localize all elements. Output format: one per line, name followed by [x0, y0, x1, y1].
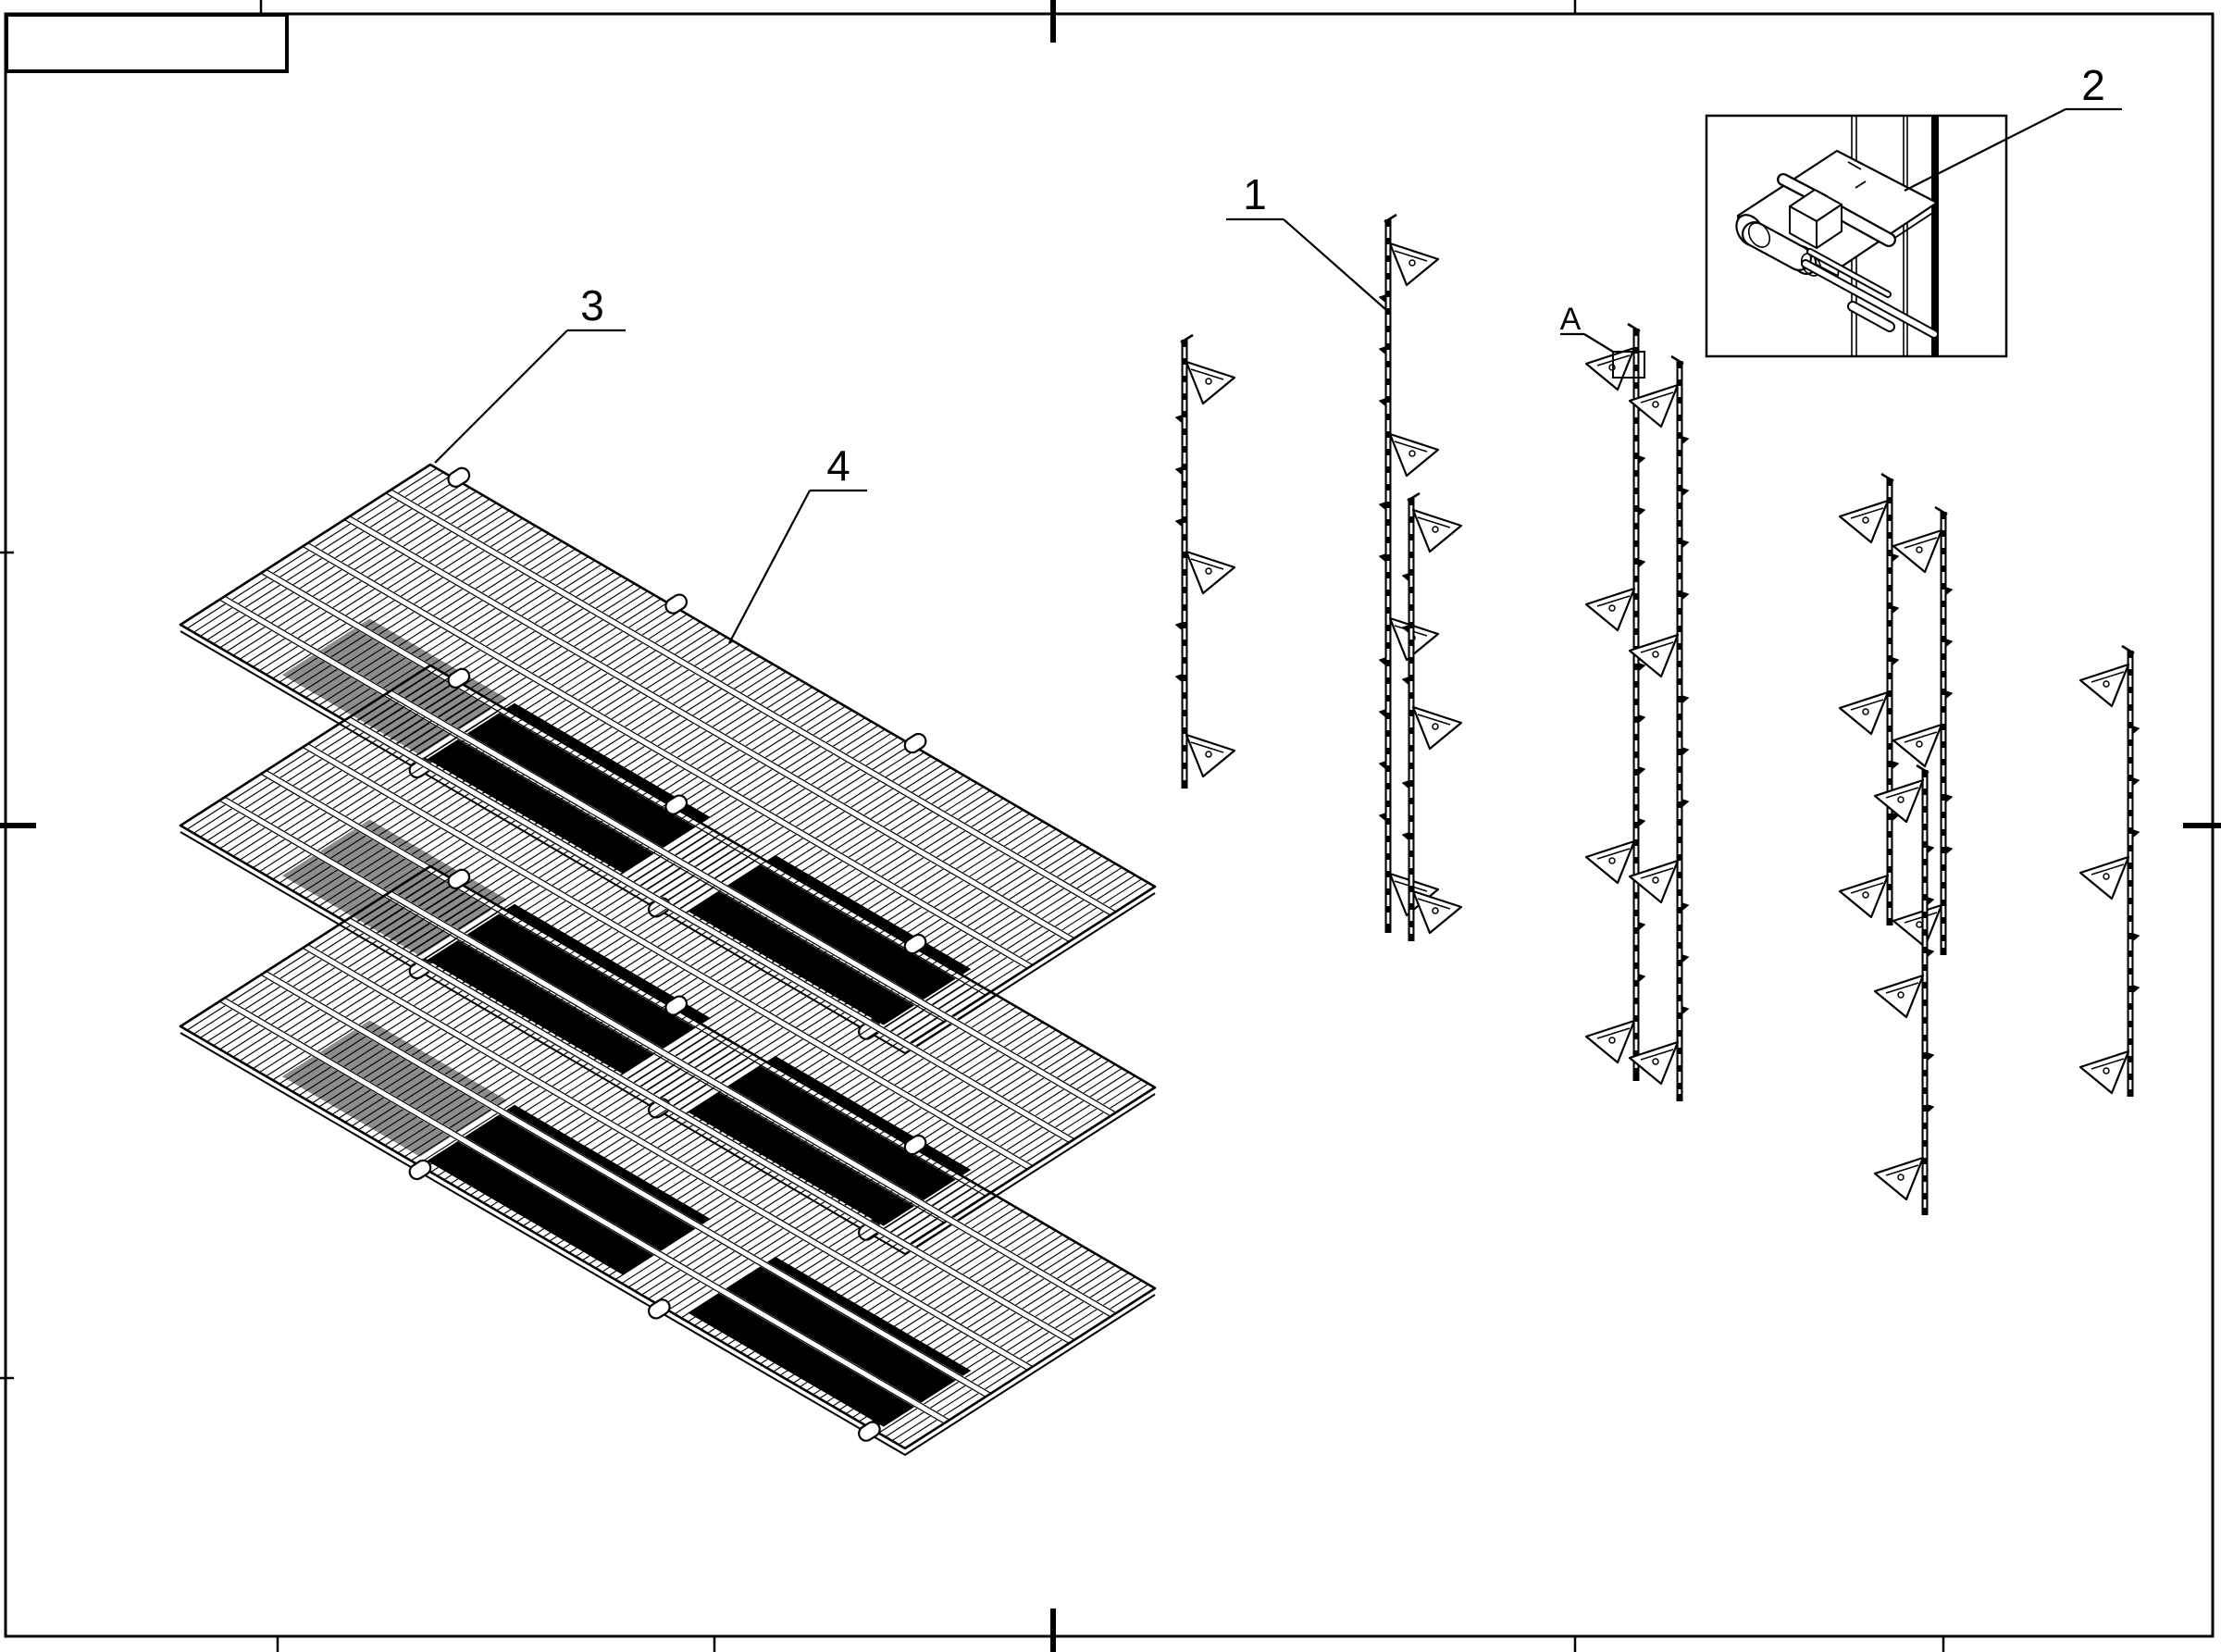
callout-3: 3 — [434, 281, 626, 464]
panel-dark-patch — [688, 1256, 972, 1427]
panel-dark-patch — [427, 903, 711, 1074]
rail-hook-icon — [1185, 360, 1236, 405]
rail-9 — [2078, 644, 2140, 1097]
rail-hook-icon — [1628, 859, 1680, 904]
rail-hook-icon — [1584, 587, 1636, 632]
rail-6 — [1838, 472, 1899, 925]
rail-hook-icon — [1628, 1040, 1680, 1086]
rail-hook-icon — [1892, 723, 1943, 768]
rail-hook-icon — [1584, 839, 1636, 885]
callout-label-1: 1 — [1243, 170, 1267, 218]
rail-8 — [1873, 764, 1934, 1215]
rail-hook-icon — [1411, 889, 1463, 935]
rail-hook-icon — [1388, 242, 1440, 287]
callout-A: A — [1560, 302, 1614, 353]
rail-4 — [1584, 322, 1645, 1081]
rail-5 — [1628, 354, 1689, 1101]
detail-inset — [1705, 114, 2008, 358]
panel-dark-patch — [427, 702, 711, 874]
panel-dark-patch — [281, 1020, 508, 1157]
rail-hook-icon — [1838, 874, 1890, 919]
rail-hook-icon — [1584, 346, 1636, 391]
rail-hook-icon — [1873, 974, 1925, 1019]
rail-hook-icon — [1892, 903, 1943, 949]
rail-hook-icon — [2078, 855, 2130, 901]
callout-label-4: 4 — [826, 441, 850, 490]
rail-hook-icon — [1838, 499, 1890, 544]
rail-hook-icon — [1892, 528, 1943, 574]
rail-hook-icon — [1838, 690, 1890, 736]
rail-1 — [1175, 333, 1236, 789]
callout-1: 1 — [1226, 170, 1386, 310]
rail-hook-icon — [1628, 633, 1680, 678]
rail-hook-icon — [1873, 778, 1925, 824]
panel-dark-patch — [427, 1104, 711, 1275]
callout-2: 2 — [1904, 61, 2122, 192]
rail-7 — [1892, 505, 1953, 955]
callout-label-2: 2 — [2081, 61, 2105, 109]
rail-hook-icon — [1411, 508, 1463, 553]
rail-hook-icon — [1185, 733, 1236, 778]
rail-hook-icon — [2078, 663, 2130, 708]
title-box — [5, 13, 289, 73]
mesh-panel-3 — [179, 864, 1157, 1456]
rail-hook-icon — [1411, 705, 1463, 751]
rail-hook-icon — [1584, 1019, 1636, 1064]
rail-hook-icon — [1388, 432, 1440, 478]
detail-inset-frame — [1705, 114, 2008, 358]
rail-hook-icon — [1185, 550, 1236, 595]
detail-inset-content — [1735, 116, 1939, 356]
detail-a-marker-box — [1612, 351, 1645, 379]
callout-label-3: 3 — [580, 281, 604, 329]
rail-hook-icon — [1628, 383, 1680, 429]
rail-hook-icon — [1873, 1156, 1925, 1201]
rail-2 — [1379, 213, 1440, 933]
callout-4: 4 — [728, 441, 867, 644]
rail-3 — [1402, 491, 1463, 941]
rail-hook-icon — [2078, 1050, 2130, 1095]
callout-label-A: A — [1560, 302, 1582, 337]
